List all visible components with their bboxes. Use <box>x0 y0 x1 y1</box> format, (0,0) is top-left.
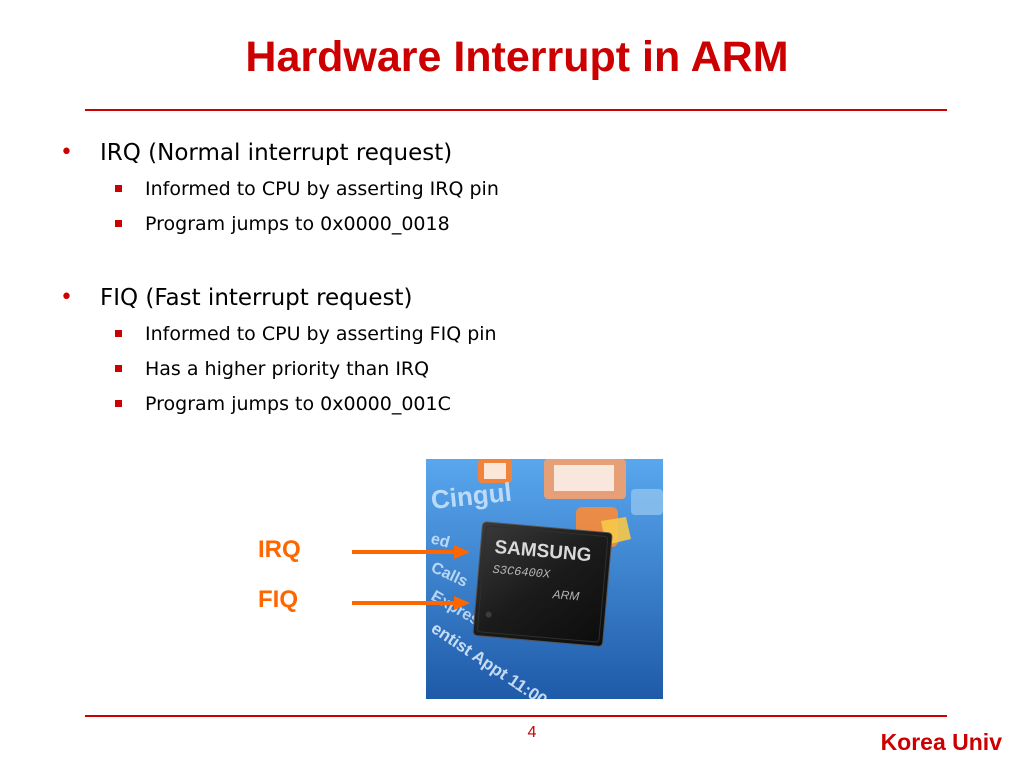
page-number: 4 <box>527 724 537 741</box>
bullet-text: FIQ (Fast interrupt request) <box>100 285 413 311</box>
square-bullet-icon <box>115 330 122 337</box>
sub-bullet-text: Program jumps to 0x0000_001C <box>145 393 451 415</box>
bullet-dot-icon: • <box>60 285 73 310</box>
bullet-text: IRQ (Normal interrupt request) <box>100 140 453 166</box>
sub-bullet-text: Informed to CPU by asserting FIQ pin <box>145 323 497 345</box>
footer-divider <box>85 715 947 717</box>
square-bullet-icon <box>115 400 122 407</box>
irq-arrow-icon <box>352 545 470 559</box>
square-bullet-icon <box>115 185 122 192</box>
irq-label: IRQ <box>258 536 301 563</box>
sub-bullet-text: Program jumps to 0x0000_0018 <box>145 213 450 235</box>
square-bullet-icon <box>115 365 122 372</box>
title-divider <box>85 109 947 111</box>
interrupt-arrows <box>352 545 470 610</box>
fiq-label: FIQ <box>258 586 298 613</box>
arm-chip <box>472 521 613 647</box>
slide-title: Hardware Interrupt in ARM <box>245 33 789 81</box>
sub-bullet: Has a higher priority than IRQ <box>115 356 430 382</box>
chip-photo-illustration: Cingul ed Calls Express entist Appt 11:0… <box>426 459 663 699</box>
sub-bullet-text: Has a higher priority than IRQ <box>145 358 430 380</box>
bullet-dot-icon: • <box>60 140 73 165</box>
chip-core-text: ARM <box>551 587 580 603</box>
fiq-arrow-icon <box>352 596 470 610</box>
sub-bullet: Informed to CPU by asserting IRQ pin <box>115 176 499 202</box>
bullet-irq: • IRQ (Normal interrupt request) <box>60 138 453 168</box>
chip-photo: Cingul ed Calls Express entist Appt 11:0… <box>426 459 663 699</box>
sub-bullet: Program jumps to 0x0000_001C <box>115 391 451 417</box>
footer-brand: Korea Univ <box>880 729 1002 755</box>
sub-bullet: Program jumps to 0x0000_0018 <box>115 211 450 237</box>
sub-bullet-text: Informed to CPU by asserting IRQ pin <box>145 178 499 200</box>
sub-bullet: Informed to CPU by asserting FIQ pin <box>115 321 497 347</box>
screen-text: ed <box>429 530 451 551</box>
bullet-fiq: • FIQ (Fast interrupt request) <box>60 283 413 313</box>
chip-part-text: S3C6400X <box>492 563 551 582</box>
square-bullet-icon <box>115 220 122 227</box>
bullet-list: • IRQ (Normal interrupt request) Informe… <box>60 138 499 417</box>
